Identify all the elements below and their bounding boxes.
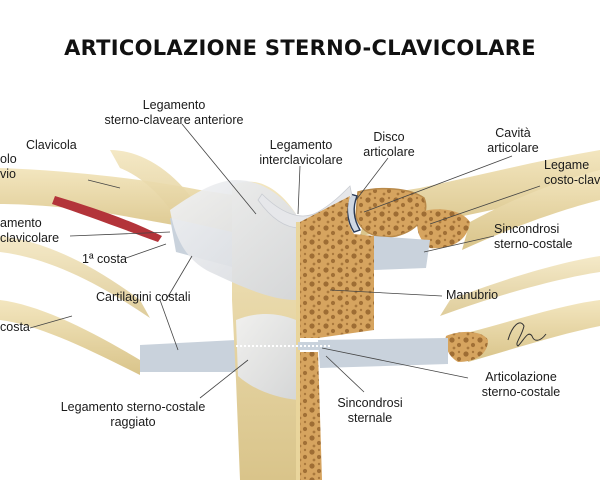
left-lower-rib-top xyxy=(0,236,150,318)
label-first-rib: 1ª costa xyxy=(82,252,127,266)
diagram-title: ARTICOLAZIONE STERNO-CLAVICOLARE xyxy=(64,36,536,60)
right-first-rib xyxy=(462,170,600,250)
sternum-body-section xyxy=(300,352,322,480)
right-second-rib-section xyxy=(445,331,488,362)
left-costal-cartilage-2 xyxy=(140,340,240,372)
right-first-rib-section xyxy=(417,209,470,249)
subclavius-muscle xyxy=(52,196,162,242)
right-costal-cartilage-2 xyxy=(318,338,448,368)
label-manubrium: Manubrio xyxy=(446,288,499,302)
artist-signature xyxy=(507,322,547,347)
right-clavicle-section xyxy=(355,187,427,238)
anterior-sternoclavicular-ligament-shape xyxy=(170,180,296,300)
left-second-rib xyxy=(0,300,140,375)
label-costal-cartilages: Cartilagini costali xyxy=(96,290,191,304)
right-lower-rib-top xyxy=(440,256,600,316)
right-second-rib xyxy=(468,300,600,362)
right-costal-cartilage-1 xyxy=(374,236,430,270)
label-rib: costa xyxy=(0,320,30,334)
manubrium-section xyxy=(300,196,374,338)
radiate-ligament-shape xyxy=(236,314,298,400)
leader-lines xyxy=(29,123,541,399)
label-clavicle: Clavicola xyxy=(26,138,77,152)
